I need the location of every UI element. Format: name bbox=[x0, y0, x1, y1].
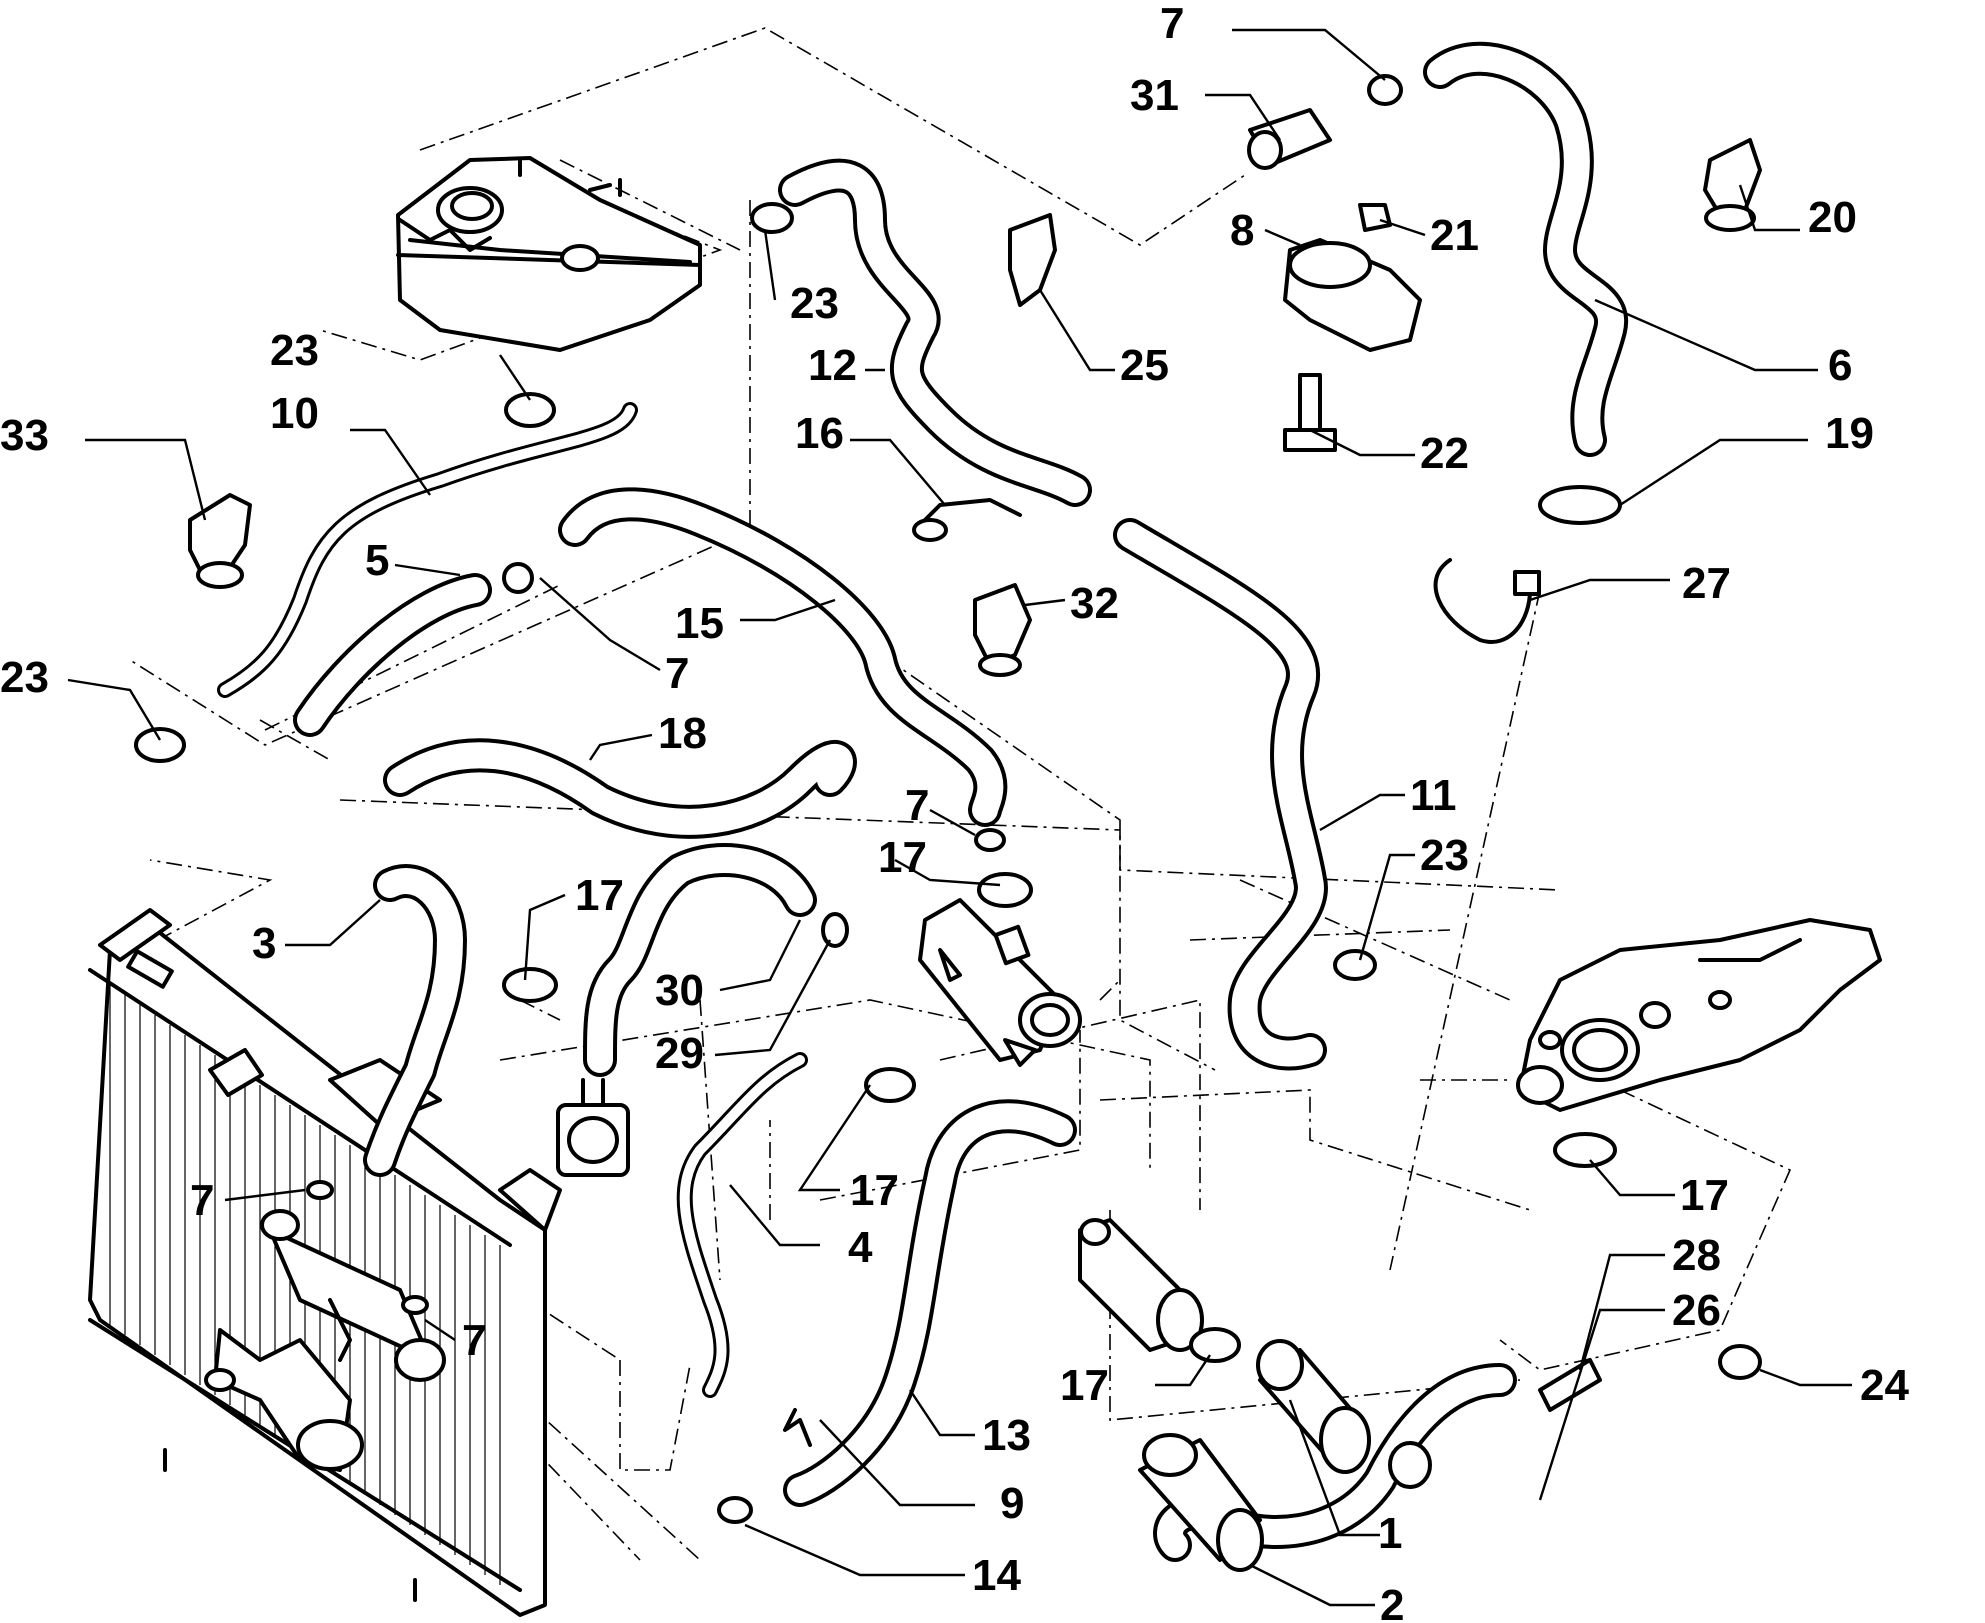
clamp-17f bbox=[1388, 1441, 1432, 1489]
callout-7: 7 bbox=[190, 1176, 214, 1225]
expansion-tank bbox=[396, 156, 702, 352]
connector-hoses bbox=[1138, 1339, 1371, 1572]
callout-3: 3 bbox=[252, 919, 276, 968]
clip-9 bbox=[783, 1408, 812, 1447]
callout-11: 11 bbox=[1410, 771, 1457, 820]
callout-21: 21 bbox=[1430, 211, 1479, 260]
callout-26: 26 bbox=[1672, 1286, 1721, 1335]
clamp-17d bbox=[1553, 1132, 1617, 1168]
callout-5: 5 bbox=[365, 536, 389, 585]
callout-16: 16 bbox=[795, 409, 844, 458]
callout-33: 33 bbox=[0, 411, 49, 460]
bolt-22 bbox=[1298, 373, 1322, 432]
callout-7: 7 bbox=[905, 781, 929, 830]
callout-29: 29 bbox=[655, 1029, 704, 1078]
callout-32: 32 bbox=[1070, 579, 1119, 628]
callout-20: 20 bbox=[1808, 193, 1857, 242]
thin-hoses bbox=[217, 402, 808, 1398]
callout-1: 1 bbox=[1378, 1509, 1402, 1558]
o-ring-7d bbox=[306, 1180, 334, 1200]
bolt-28 bbox=[1538, 1358, 1602, 1412]
bracket-16 bbox=[923, 498, 1022, 522]
o-ring-29 bbox=[821, 912, 849, 948]
clamp-17c bbox=[864, 1067, 916, 1103]
callout-23: 23 bbox=[0, 653, 49, 702]
clamps bbox=[134, 74, 1762, 1524]
clamp-23d bbox=[1333, 949, 1377, 981]
callout-7: 7 bbox=[1160, 0, 1184, 48]
callout-27: 27 bbox=[1682, 559, 1731, 608]
callout-7: 7 bbox=[462, 1316, 486, 1365]
callout-15: 15 bbox=[675, 599, 724, 648]
callout-17: 17 bbox=[575, 871, 624, 920]
o-ring-7c bbox=[974, 828, 1006, 852]
oil-cooler bbox=[556, 1078, 630, 1177]
o-ring-7e bbox=[401, 1295, 429, 1315]
callout-2: 2 bbox=[1380, 1581, 1404, 1623]
callout-17: 17 bbox=[878, 833, 927, 882]
callout-28: 28 bbox=[1672, 1231, 1721, 1280]
callout-17: 17 bbox=[1680, 1171, 1729, 1220]
leader-lines bbox=[67, 28, 1852, 1607]
heat-exchanger bbox=[918, 898, 1082, 1067]
callout-17: 17 bbox=[1060, 1361, 1109, 1410]
o-ring-24 bbox=[1718, 1344, 1762, 1380]
callout-8: 8 bbox=[1230, 206, 1254, 255]
clamp-23a bbox=[750, 202, 794, 234]
callout-23: 23 bbox=[1420, 831, 1469, 880]
callout-10: 10 bbox=[270, 389, 319, 438]
hoses bbox=[293, 41, 1628, 1562]
callout-19: 19 bbox=[1825, 409, 1874, 458]
callout-17: 17 bbox=[850, 1166, 899, 1215]
clamp-17b bbox=[502, 967, 558, 1003]
nut-21 bbox=[1358, 203, 1392, 232]
o-ring-14 bbox=[717, 1496, 753, 1524]
callout-31: 31 bbox=[1130, 71, 1179, 120]
water-outlet bbox=[1078, 1218, 1204, 1352]
callout-18: 18 bbox=[658, 709, 707, 758]
thermostat-housing bbox=[1516, 918, 1882, 1112]
callout-23: 23 bbox=[270, 326, 319, 375]
o-ring-7b bbox=[502, 562, 534, 594]
clamp-23c bbox=[134, 727, 186, 763]
clamp-19 bbox=[1538, 485, 1622, 525]
callout-13: 13 bbox=[982, 1411, 1031, 1460]
callout-6: 6 bbox=[1828, 341, 1852, 390]
radiator bbox=[88, 908, 562, 1617]
bracket-20 bbox=[1703, 138, 1762, 217]
callout-labels: 7 31 21 8 20 23 25 12 6 23 10 22 33 16 1… bbox=[0, 0, 1909, 1623]
callout-30: 30 bbox=[655, 966, 704, 1015]
strap-27 bbox=[1433, 558, 1532, 644]
callout-4: 4 bbox=[848, 1223, 873, 1272]
callout-24: 24 bbox=[1860, 1361, 1909, 1410]
clamp-17a bbox=[977, 872, 1033, 908]
callout-22: 22 bbox=[1420, 429, 1469, 478]
bracket-25 bbox=[1008, 213, 1057, 307]
o-ring-7a bbox=[1367, 74, 1403, 106]
callout-9: 9 bbox=[1000, 1479, 1024, 1528]
clamp-23b bbox=[504, 392, 556, 428]
reference-lines bbox=[129, 27, 1792, 1561]
callout-12: 12 bbox=[808, 341, 857, 390]
callout-25: 25 bbox=[1120, 341, 1169, 390]
callout-7: 7 bbox=[665, 649, 689, 698]
callout-23: 23 bbox=[790, 279, 839, 328]
bracket-32 bbox=[973, 583, 1032, 667]
clamp-17e bbox=[1189, 1327, 1241, 1363]
strap-27-head bbox=[1513, 570, 1541, 596]
callout-14: 14 bbox=[972, 1551, 1021, 1600]
